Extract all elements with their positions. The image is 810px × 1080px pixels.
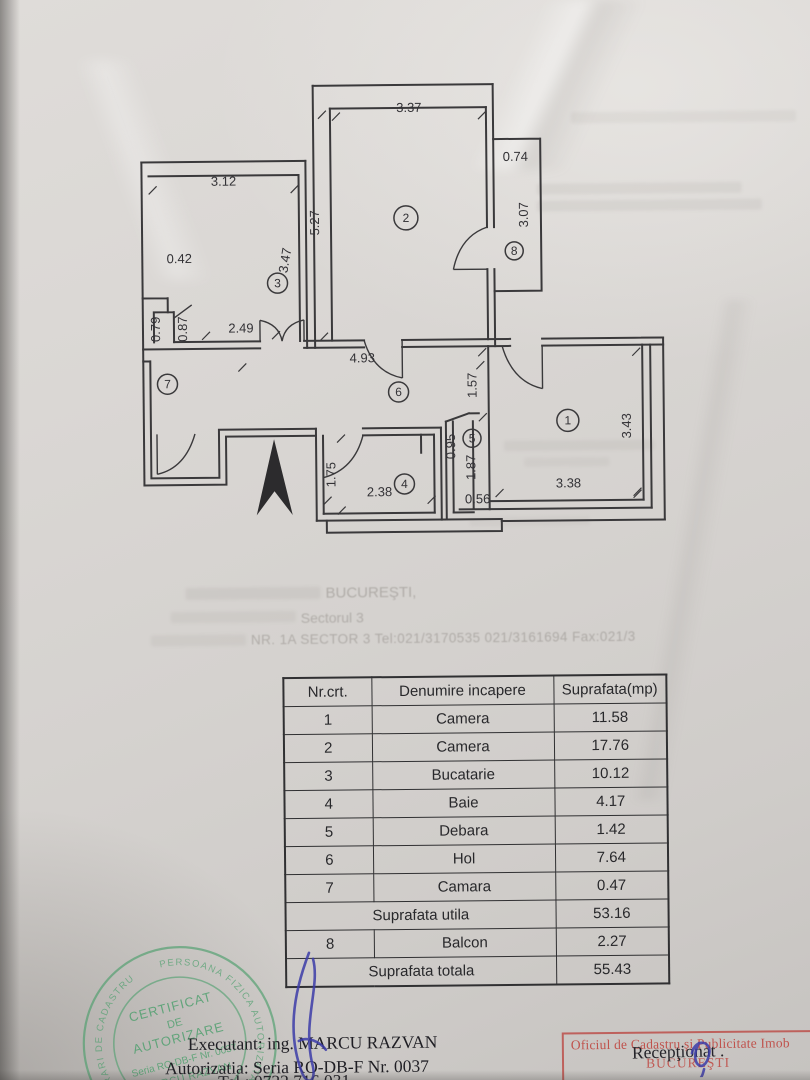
subtotal-label: Suprafata utila bbox=[285, 900, 556, 931]
room-7-label: 7 bbox=[164, 377, 171, 391]
room-2-label: 2 bbox=[402, 211, 409, 225]
room-number-circles: 1 2 3 4 5 6 7 8 bbox=[156, 204, 580, 496]
cell-nr: 1 bbox=[283, 705, 372, 735]
dim-3.07: 3.07 bbox=[516, 202, 531, 227]
ghost-text-bar bbox=[150, 634, 247, 647]
dim-1.57: 1.57 bbox=[464, 373, 479, 398]
room-areas-table: Nr.crt. Denumire incapere Suprafata(mp) … bbox=[282, 673, 671, 989]
green-certification-stamp: PERSOANA FIZICA AUTORIZATA DE ANCPI SA E… bbox=[75, 938, 285, 1080]
dim-3.38: 3.38 bbox=[556, 475, 581, 490]
cell-nr: 6 bbox=[284, 845, 374, 875]
dim-0.79: 0.79 bbox=[148, 317, 163, 342]
dim-3.47: 3.47 bbox=[275, 247, 294, 274]
cell-name: Debara bbox=[372, 816, 555, 846]
cell-area: 11.58 bbox=[553, 702, 667, 733]
paper-crease bbox=[560, 300, 810, 800]
cell-name: Camera bbox=[371, 704, 554, 734]
table-header-row: Nr.crt. Denumire incapere Suprafata(mp) bbox=[283, 674, 667, 707]
subtotal-value: 53.16 bbox=[555, 898, 669, 929]
executant-line: Executant: ing. MARCU RAZVAN bbox=[187, 1031, 438, 1055]
cell-nr: 2 bbox=[283, 733, 373, 763]
cell-name: Bucatarie bbox=[372, 760, 555, 790]
cell-area: 1.42 bbox=[554, 814, 668, 845]
dim-4.93: 4.93 bbox=[350, 350, 375, 365]
total-label: Suprafata totala bbox=[286, 956, 557, 988]
cell-name: Camera bbox=[371, 732, 555, 762]
room-3-label: 3 bbox=[274, 276, 281, 290]
dim-0.87: 0.87 bbox=[175, 316, 190, 341]
cell-area: 0.47 bbox=[555, 870, 669, 901]
dim-1.87: 1.87 bbox=[463, 455, 478, 480]
north-arrow-icon bbox=[256, 439, 293, 516]
cell-nr: 7 bbox=[285, 873, 374, 903]
photo-edge-shadow bbox=[0, 0, 20, 1080]
room-8-label: 8 bbox=[511, 244, 518, 258]
cell-name: Camara bbox=[373, 872, 556, 902]
cell-name: Balcon bbox=[373, 928, 557, 958]
dim-0.42: 0.42 bbox=[167, 251, 192, 266]
paper-crease bbox=[0, 60, 320, 280]
stamp-line-de: DE bbox=[166, 1016, 184, 1031]
ghost-text-bar bbox=[185, 586, 321, 601]
dim-5.27: 5.27 bbox=[307, 210, 322, 235]
walls bbox=[141, 82, 665, 534]
total-value: 55.43 bbox=[556, 954, 670, 985]
room-5-label: 5 bbox=[469, 431, 476, 445]
room-4-label: 4 bbox=[401, 477, 408, 491]
dim-0.95: 0.95 bbox=[443, 434, 458, 459]
door-arcs bbox=[155, 227, 543, 480]
col-header-nr: Nr.crt. bbox=[283, 677, 372, 707]
dim-3.37: 3.37 bbox=[396, 100, 421, 115]
ghost-text: Sectorul 3 bbox=[300, 609, 364, 626]
ghost-text-bar bbox=[170, 611, 296, 624]
ghost-text: BUCUREŞTI, bbox=[325, 583, 417, 602]
cell-area: 4.17 bbox=[554, 786, 668, 817]
dim-1.75: 1.75 bbox=[323, 462, 338, 487]
room-1-label: 1 bbox=[564, 413, 571, 427]
col-header-name: Denumire incapere bbox=[371, 675, 554, 706]
cell-area: 2.27 bbox=[555, 926, 669, 957]
cell-nr: 3 bbox=[284, 761, 373, 791]
cell-name: Baie bbox=[372, 788, 555, 818]
cell-area: 17.76 bbox=[553, 730, 668, 761]
dim-3.12: 3.12 bbox=[211, 174, 236, 189]
dim-2.49: 2.49 bbox=[228, 320, 253, 335]
ghost-text: NR. 1A SECTOR 3 Tel:021/3170535 021/3161… bbox=[250, 628, 636, 648]
dim-3.43: 3.43 bbox=[619, 413, 634, 438]
cell-nr: 5 bbox=[284, 817, 373, 847]
dim-0.56: 0.56 bbox=[465, 491, 490, 506]
col-header-area: Suprafata(mp) bbox=[553, 674, 667, 705]
floor-plan-drawing: 3.37 0.74 3.12 5.27 3.07 0.42 3.47 0.79 … bbox=[108, 67, 693, 573]
room-6-label: 6 bbox=[395, 385, 402, 399]
cell-area: 10.12 bbox=[554, 758, 668, 789]
dim-0.74: 0.74 bbox=[503, 149, 528, 164]
dimension-lines bbox=[148, 108, 642, 517]
cell-nr: 8 bbox=[285, 929, 375, 959]
dim-2.38: 2.38 bbox=[367, 484, 392, 499]
cell-name: Hol bbox=[372, 844, 556, 874]
cell-area: 7.64 bbox=[554, 842, 669, 873]
photo-edge-shadow bbox=[0, 1070, 810, 1080]
receptionat-text: Recepţionat . bbox=[631, 1040, 725, 1063]
dimension-labels: 3.37 0.74 3.12 5.27 3.07 0.42 3.47 0.79 … bbox=[148, 100, 634, 507]
cell-nr: 4 bbox=[284, 789, 373, 819]
